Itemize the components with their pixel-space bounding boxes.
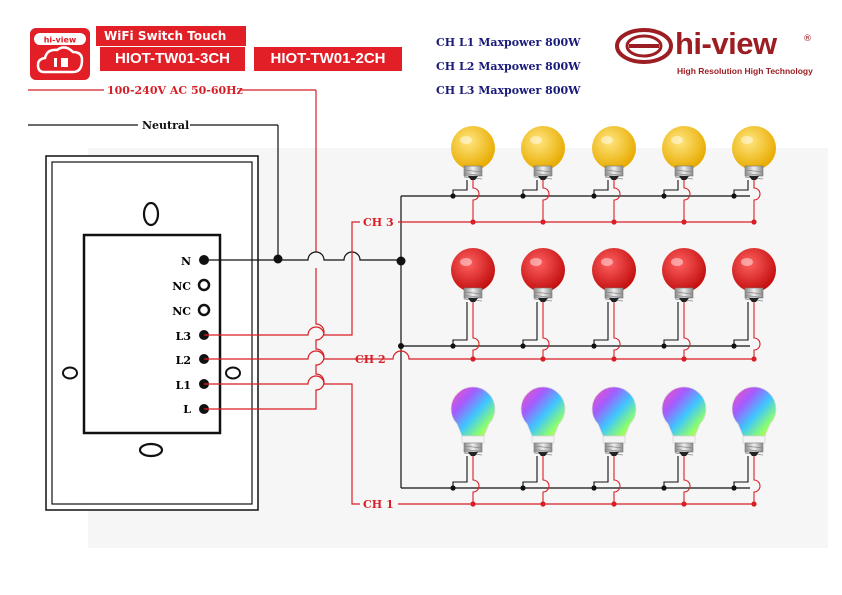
neutral-junction-2 xyxy=(396,256,406,266)
terminal-label-nc2: NC xyxy=(172,305,191,318)
red-bulb-5 xyxy=(731,248,776,362)
hi-view-brand: hi-view ® High Resolution High Technolog… xyxy=(615,26,813,84)
hiot-cloud-icon: hi-view xyxy=(34,33,86,74)
neutral-junction-1 xyxy=(273,254,283,264)
red-bulb-4 xyxy=(661,248,706,362)
red-bulb-3 xyxy=(591,248,636,362)
screw-hole-right xyxy=(225,366,241,380)
switch-wall-plate xyxy=(45,155,259,511)
screw-hole-bottom xyxy=(138,442,164,458)
product-title: WiFi Switch Touch xyxy=(96,26,246,46)
rgb-bulb-2 xyxy=(520,386,566,507)
terminal-label-n: N xyxy=(181,255,191,268)
terminal-block: N NC NC L3 L2 L1 L xyxy=(172,255,211,416)
channel-label-ch3: CH 3 xyxy=(363,216,394,229)
supply-label: 100-240V AC 50-60Hz xyxy=(107,84,243,97)
maxpower-l2: CH L2 Maxpower 800W xyxy=(436,60,581,73)
yellow-bulb-4 xyxy=(661,126,706,225)
channel-label-ch1: CH 1 xyxy=(363,498,394,511)
yellow-bulb-2 xyxy=(520,126,565,225)
terminal-nc1 xyxy=(197,278,211,292)
terminal-label-l2: L2 xyxy=(176,354,191,367)
screw-hole-left xyxy=(62,366,78,380)
registered-mark: ® xyxy=(803,34,812,44)
terminal-label-nc1: NC xyxy=(172,280,191,293)
rgb-bulb-4 xyxy=(661,386,707,507)
terminal-label-l1: L1 xyxy=(176,379,191,392)
rgb-bulb-3 xyxy=(591,386,637,507)
rgb-bulb-1 xyxy=(450,386,496,507)
yellow-bulb-3 xyxy=(591,126,636,225)
live-wiring xyxy=(204,221,754,505)
neutral-wiring xyxy=(204,195,750,489)
hi-view-logo-icon xyxy=(615,28,673,64)
yellow-bulb-1 xyxy=(450,126,495,225)
model-3ch: HIOT-TW01-3CH xyxy=(100,47,245,71)
terminal-label-l3: L3 xyxy=(176,330,191,343)
yellow-bulb-5 xyxy=(731,126,776,225)
brand-name: hi-view xyxy=(675,26,777,61)
bulb-array xyxy=(450,126,777,507)
rgb-bulb-5 xyxy=(731,386,777,507)
brand-tagline: High Resolution High Technology xyxy=(677,66,813,76)
hiot-app-logo: hi-view xyxy=(30,28,90,80)
red-bulb-2 xyxy=(520,248,565,362)
neutral-label: Neutral xyxy=(142,119,189,132)
terminal-nc2 xyxy=(197,303,211,317)
maxpower-l3: CH L3 Maxpower 800W xyxy=(436,84,581,97)
terminal-label-l: L xyxy=(183,403,191,416)
maxpower-l1: CH L1 Maxpower 800W xyxy=(436,36,581,49)
channel-label-ch2: CH 2 xyxy=(355,353,386,366)
model-2ch: HIOT-TW01-2CH xyxy=(254,47,402,71)
screw-hole-top xyxy=(142,201,160,227)
logo-text: hi-view xyxy=(44,36,77,45)
switch-module xyxy=(82,233,222,435)
red-bulb-1 xyxy=(450,248,495,362)
